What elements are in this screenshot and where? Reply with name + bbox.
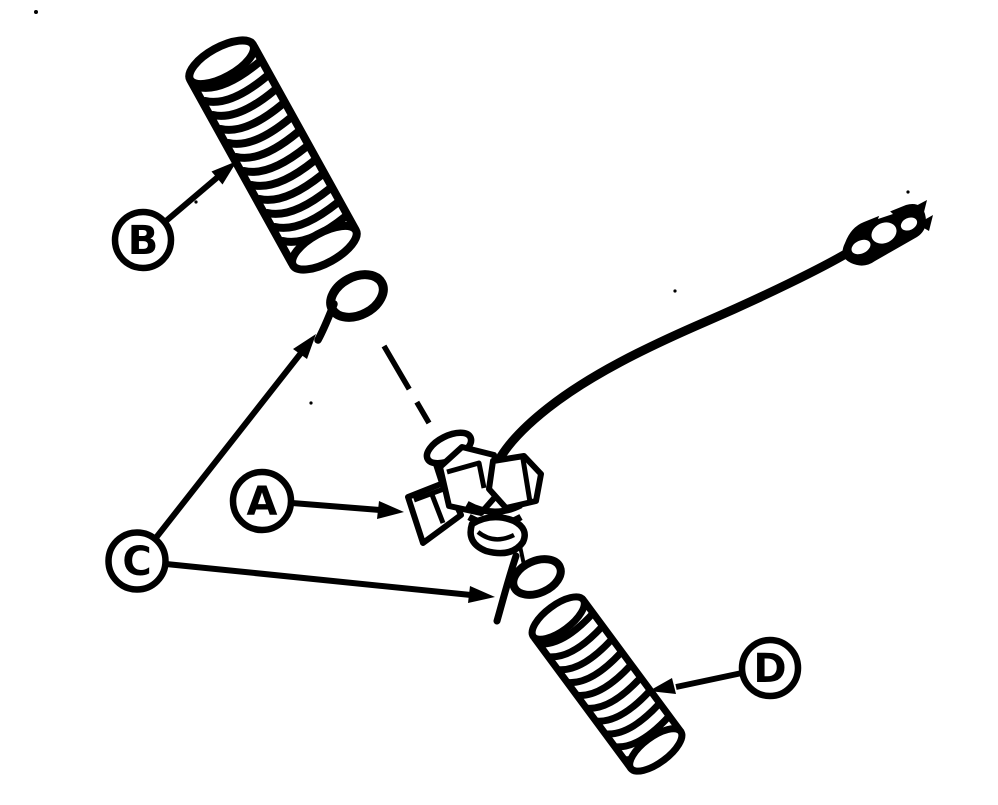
callout-c: C (105, 334, 495, 603)
hose-ridge (247, 156, 318, 190)
hose-ridge (216, 100, 287, 134)
hose-ridge (546, 623, 606, 661)
speck (673, 289, 677, 293)
corrugated-hose-b (185, 36, 361, 274)
connector-highlight (900, 217, 918, 231)
callout-d-leader-line (675, 670, 743, 690)
callout-c-leader-line-upper (152, 351, 304, 541)
sensor-fitting (405, 429, 544, 557)
callout-a-letter: A (247, 479, 278, 525)
hose-end-cap (626, 725, 686, 775)
callout-b: B (111, 161, 237, 272)
hose-ridge (536, 610, 596, 648)
callout-d-letter: D (753, 646, 786, 692)
connector-notch (878, 205, 893, 219)
connector-highlight (851, 239, 871, 255)
connector-highlight (871, 222, 897, 244)
hose-ridge (263, 184, 334, 218)
dashed-alignment-line (381, 344, 432, 425)
connector-prong (910, 200, 927, 216)
scan-noise-specks (34, 10, 910, 405)
corrugated-hose-d (528, 593, 686, 775)
hose-end-cap (528, 593, 588, 643)
speck (906, 190, 910, 194)
upper-gasket-ring (314, 270, 388, 344)
hose-ridge (240, 142, 311, 176)
hose-ridge (584, 674, 644, 712)
hose-ridge (201, 72, 271, 106)
hose-ridge (255, 170, 326, 204)
hose-end-cap (185, 36, 258, 89)
hose-ridge (209, 86, 279, 120)
callout-c-leader-line-lower (165, 561, 472, 598)
callout-a: A (229, 468, 404, 534)
fitting-center-facet (446, 460, 487, 489)
hose-ridge (271, 198, 342, 232)
callout-a-circle (229, 468, 295, 534)
speck (309, 401, 313, 405)
lower-gasket-ring (493, 552, 565, 625)
hose-ridge (574, 661, 635, 699)
callout-a-arrowhead (377, 501, 404, 519)
hose-side (250, 42, 359, 233)
callout-c-arrowhead-upper (293, 334, 316, 359)
hose-ridge (232, 128, 302, 162)
callout-c-letter: C (122, 539, 151, 585)
callout-d-arrowhead (649, 678, 676, 694)
callout-b-leader-line (164, 173, 221, 224)
hose-ridge (224, 114, 295, 148)
callout-b-letter: B (128, 218, 159, 264)
cable-connector (842, 200, 933, 266)
callout-c-arrowhead-lower (468, 586, 495, 603)
hose-ridge (565, 648, 625, 687)
fitting-bottom-cap-line (476, 530, 516, 542)
connector-prong (917, 215, 933, 231)
speck (194, 200, 198, 204)
hose-end-cap (288, 221, 361, 274)
upper-gasket-tail (314, 300, 338, 344)
fitting-right-nut (486, 453, 544, 511)
fitting-thread-ring (465, 501, 523, 515)
hose-ridge (603, 700, 663, 738)
callout-a-leader-line (291, 500, 381, 513)
upper-gasket-ellipse (326, 270, 388, 322)
callout-c-circle (105, 529, 169, 593)
callout-b-arrowhead (211, 161, 237, 185)
hose-ridge (555, 636, 615, 674)
lower-gasket-ellipse (509, 555, 565, 599)
lower-gasket-tail (493, 552, 520, 625)
hose-ridge (593, 687, 654, 725)
callout-d-circle (738, 636, 802, 700)
callout-d: D (649, 636, 802, 700)
electrical-cable (489, 247, 854, 475)
hose-ridge (612, 713, 673, 751)
callout-b-circle (111, 208, 175, 272)
fitting-right-nut-facet (520, 458, 533, 503)
fitting-bottom-cap (467, 513, 528, 557)
speck (34, 10, 38, 14)
